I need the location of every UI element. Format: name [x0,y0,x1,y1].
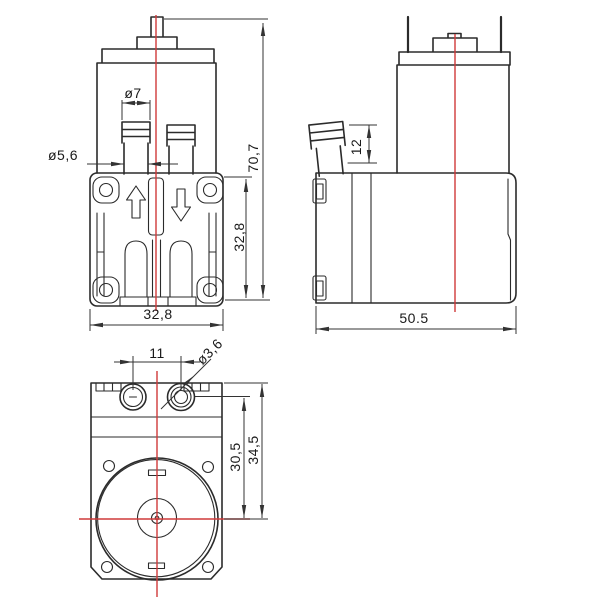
bottom-body-outline [90,382,223,580]
dim-center-to-top-edge: 34,5 [224,382,268,518]
dim-label-barb-stem: ø5,6 [48,147,78,163]
side-clip-bottom [312,275,327,301]
side-clip-top-inner [315,183,324,200]
side-hose-barb [308,120,346,178]
dim-label-barb-od: ø7 [124,85,141,101]
head-ribs [96,212,217,307]
dim-extension-lines [164,18,270,301]
dim-label-center-to-edge: 34,5 [245,435,261,464]
dim-barb-outer-diameter: ø7 [121,85,151,120]
side-view: 12 50.5 [308,15,517,334]
front-motor-outline [96,16,217,174]
right-port-bore [173,389,189,405]
mount-tab-bottom-right [196,276,224,304]
dim-label-port-bore: ø3,6 [193,335,226,368]
mount-tab-bottom-left [92,276,120,304]
down-arrow-icon [170,188,192,222]
dim-label-barb-height: 12 [348,139,364,156]
dim-extension-lines [195,396,268,520]
dim-overall-height: 70,7 [164,18,270,301]
mount-tab-top-right [196,176,224,204]
mount-hole-top-left [98,182,114,198]
dim-extension-lines [348,124,377,164]
dim-head-height: 32,8 [224,176,252,298]
dim-port-spacing: 11 [114,345,200,390]
dim-overall-length: 50.5 [315,306,517,334]
mount-hole-bottom-left [98,282,114,298]
dim-label-port-spacing: 11 [149,345,165,361]
dim-head-width: 32,8 [89,306,224,331]
side-clip-bottom-inner [315,280,324,297]
dim-label-head-width: 32,8 [143,306,172,322]
side-motor-outline [396,32,511,174]
side-body-outline [315,172,517,304]
mount-hole-bottom-right [202,282,218,298]
screw-hole-bottom-left [100,560,114,574]
mount-hole-top-right [202,182,218,198]
mount-tab-top-left [92,176,120,204]
dim-barb-height: 12 [348,124,377,164]
dim-center-to-port-axis: 30,5 [195,396,268,520]
dim-extension-lines [89,309,224,331]
screw-hole-top-right [201,460,215,474]
dim-label-overall-height: 70,7 [245,143,261,172]
dim-label-center-to-port: 30,5 [227,442,243,471]
front-view: ø7 ø5,6 70,7 32,8 32,8 [48,15,270,331]
front-hose-barbs [121,121,196,175]
bottom-view: 11 ø3,6 30,5 34,5 [79,335,268,597]
side-barb-outline [308,120,346,178]
side-terminal-pins [406,15,503,54]
dim-label-overall-length: 50.5 [399,310,428,326]
dim-barb-stem-diameter: ø5,6 [48,147,178,167]
up-arrow-icon [125,185,147,219]
screw-hole-bottom-right [201,560,215,574]
dim-label-head-height: 32,8 [231,222,247,251]
side-clip-top [312,178,327,204]
motor-circle-inner [97,459,216,578]
leader-arrowhead [184,376,194,386]
bottom-top-tabs [95,382,210,392]
screw-hole-top-left [102,459,116,473]
side-clips [312,178,327,301]
side-body-inner-lines [347,162,512,304]
